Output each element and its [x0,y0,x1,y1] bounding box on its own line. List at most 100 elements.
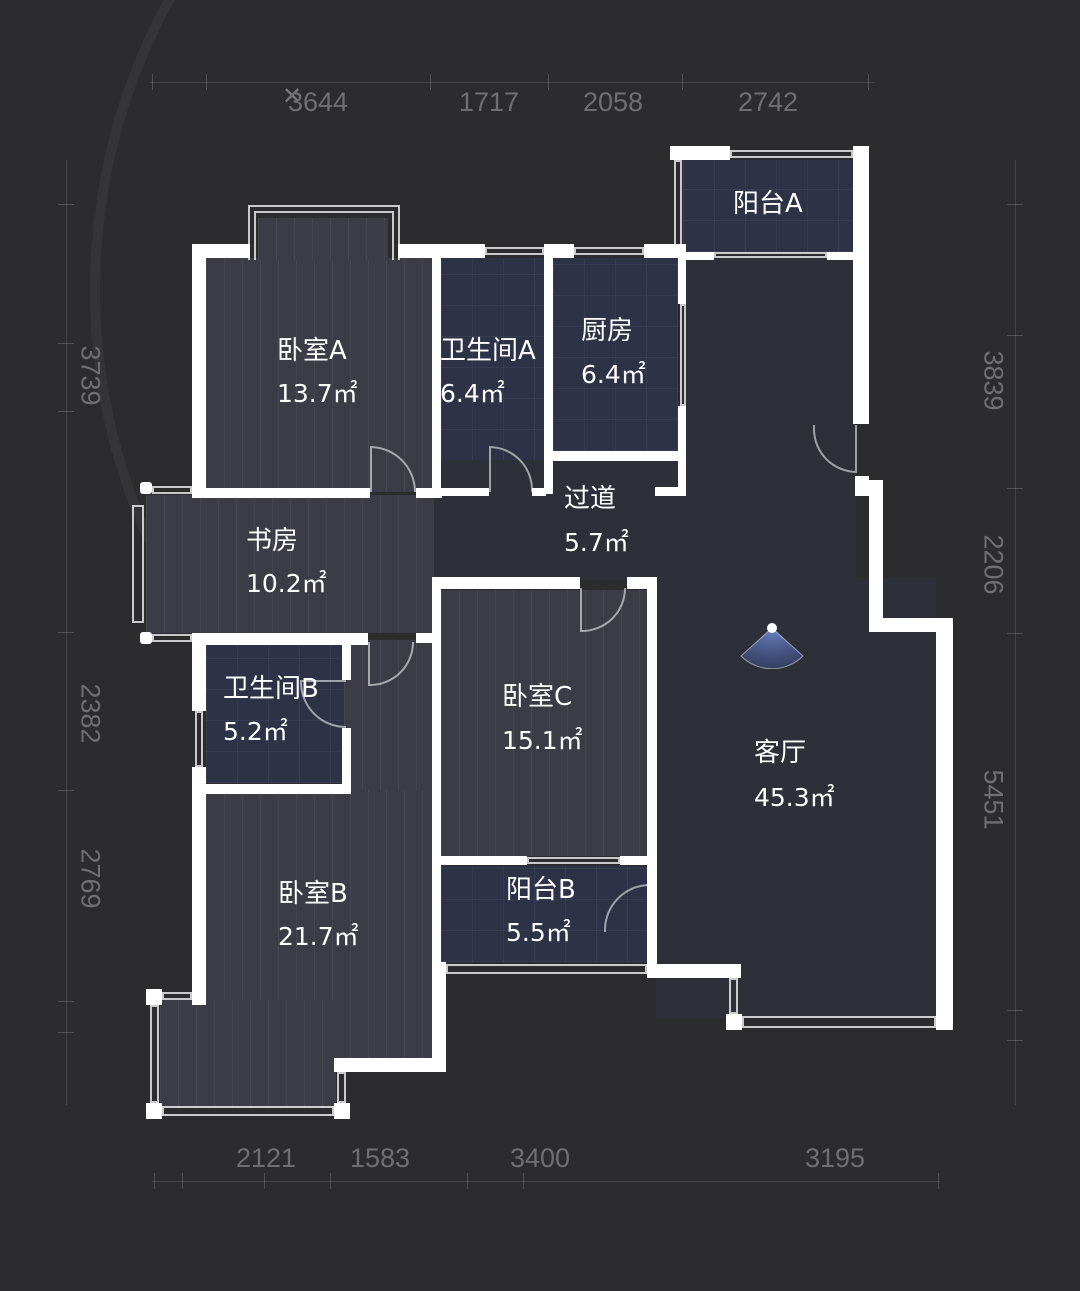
window-bedroom-c-balcony [527,857,620,864]
dim-tick [58,204,74,205]
origin-marker-icon: ✕ [282,82,303,110]
wall [334,1103,350,1119]
wall [342,728,351,792]
room-label: 卫生间A [440,336,536,366]
wall [670,146,730,160]
wall [192,767,206,1005]
wall [146,989,162,1005]
dim-tick [58,1001,74,1002]
dim-tick [1007,1040,1023,1041]
dim-bottom-2: 1583 [350,1143,411,1173]
wall [192,244,250,258]
dim-top-1: 3644 [288,87,349,117]
room-area: 13.7㎡ [277,379,358,408]
dim-left-2: 2382 [75,683,106,744]
window-kitchen-side [680,304,686,406]
wall [432,244,441,494]
room-label: 卧室C [502,682,573,712]
dim-top-4: 2742 [738,87,799,117]
dim-tick [1007,1010,1023,1011]
wall [620,856,650,865]
dim-right-3: 5451 [978,769,1009,830]
wall [192,633,368,645]
dim-tick [1007,204,1023,205]
window-study-bottom [152,634,192,642]
dim-tick [1007,488,1023,489]
dim-left-1: 3739 [75,345,106,406]
wall [334,1058,446,1072]
wall [678,406,686,496]
wall [936,618,953,1030]
window-balcony-a-bottom [714,252,827,258]
room-area: 5.7㎡ [564,528,629,557]
window-balcony-b-bottom [446,964,647,974]
window-bedroom-b-bottom [162,1106,334,1116]
room-area: 5.5㎡ [506,918,571,947]
dim-right-2: 2206 [978,534,1009,595]
window-living-bottom [742,1016,936,1028]
room-area: 45.3㎡ [754,783,835,812]
dim-tick [58,343,74,344]
wall [416,633,432,643]
wall [655,487,686,496]
dim-tick [264,1173,265,1189]
wall [726,1014,742,1030]
wall [432,962,446,1072]
wall [206,784,351,794]
view-direction-icon[interactable] [740,623,804,669]
room-area: 6.4㎡ [581,360,646,389]
wall [398,244,442,258]
dim-bottom-4: 3195 [805,1143,866,1173]
room-label: 过道 [564,484,617,514]
room-label: 阳台B [506,875,576,905]
wall [678,244,686,304]
window-kitchen [574,247,644,255]
room-label: 客厅 [754,738,807,768]
dim-tick [523,1173,524,1189]
floor-study [146,495,434,633]
wall [686,252,714,260]
dim-tick [938,1173,939,1189]
window-living-left [729,978,738,1014]
window-bedroom-a-bay-inner [254,211,394,260]
dim-top-2: 1717 [459,87,520,117]
wall [432,577,580,589]
dim-right-1: 3839 [978,350,1009,411]
wall [140,482,152,494]
bottom-dimension-line [152,1181,940,1182]
wall [432,577,441,967]
floor-kitchen [553,258,678,451]
window-balcony-a-left [674,160,682,252]
dim-tick [548,74,549,90]
dim-tick [430,74,431,90]
window-bathroom-b [195,711,203,767]
room-label: 卧室B [278,879,348,909]
dim-tick [58,790,74,791]
wall [869,618,953,632]
room-label: 厨房 [581,316,634,346]
wall [416,488,442,498]
dim-tick [154,1173,155,1189]
dim-tick [152,74,153,90]
room-area: 15.1㎡ [502,726,583,755]
room-area: 6.4㎡ [440,379,505,408]
dim-bottom-3: 3400 [510,1143,571,1173]
room-label: 阳台A [733,189,803,219]
dim-tick [868,74,869,90]
dim-tick [58,1032,74,1033]
dim-tick [58,632,74,633]
wall [553,451,678,461]
room-area: 10.2㎡ [246,569,327,598]
wall [192,633,206,711]
floor-bedroom-a-bay [258,218,388,260]
wall [544,244,553,494]
dim-tick [682,74,683,90]
dim-tick [330,1173,331,1189]
wall [853,146,869,424]
dim-tick [467,1173,468,1189]
floor-corridor [432,460,686,580]
dim-bottom-1: 2121 [236,1143,297,1173]
dim-tick [182,1173,183,1189]
wall [855,476,869,496]
floor-bedroom-b-bay [160,1000,336,1108]
